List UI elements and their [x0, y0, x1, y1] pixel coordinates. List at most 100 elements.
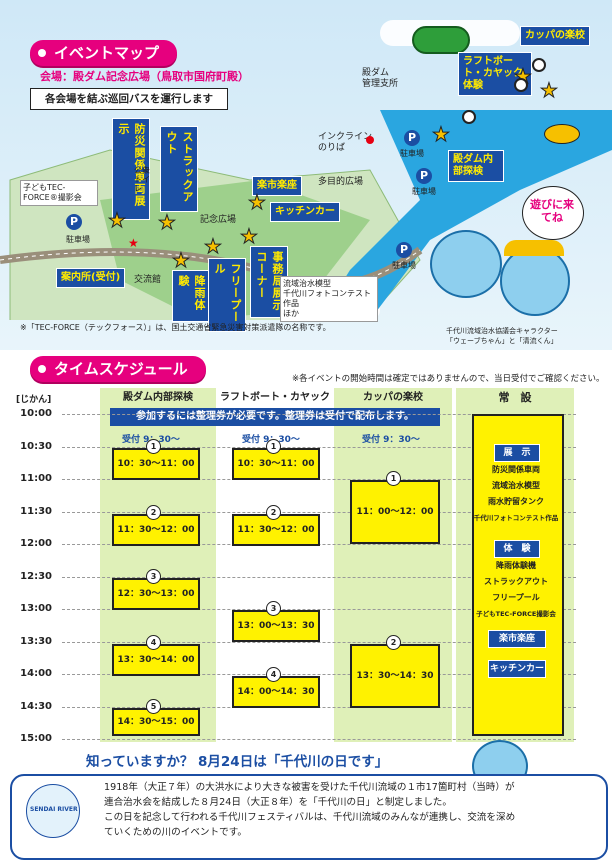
time-label: 11:30: [20, 505, 52, 517]
rakuichi-badge: 楽市楽座: [488, 630, 546, 648]
mascot-seiryu: [500, 246, 570, 316]
rain-label: 降雨体験: [172, 270, 210, 322]
ticket-banner: 参加するには整理券が必要です。整理券は受付で配布します。: [110, 408, 440, 426]
incline-marker: [366, 136, 374, 144]
time-label: 10:00: [20, 408, 52, 419]
star-icon: ★: [158, 210, 177, 234]
info-body: 1918年（大正７年）の大洪水により大きな被害を受けた千代川流域の１市17箇町村…: [104, 780, 515, 840]
kappa-label: カッパの楽校: [520, 26, 590, 46]
asobi-text: 遊びに来てね: [530, 198, 574, 224]
parking-label: 駐車場: [66, 235, 90, 244]
footnote: ※「TEC-FORCE（テックフォース）」は、国土交通省緊急災害対策派遣隊の名称…: [20, 323, 331, 332]
info-heading: 知っていますか？ 8月24日は「千代川の日です」: [86, 754, 389, 770]
reception-time: 受付 9：30～: [362, 435, 420, 445]
incline-label: インクラインのりば: [318, 132, 373, 153]
star-icon: ★: [108, 208, 127, 232]
toilet-label: 公衆トイレ: [134, 166, 150, 193]
dam-office-label: 殿ダム 管理支所: [362, 68, 399, 89]
slot-number: 2: [386, 635, 401, 650]
slot-col1: 12：30～13：00: [112, 578, 200, 610]
parking-label: 駐車場: [412, 187, 436, 196]
parking-icon: P: [416, 168, 432, 184]
current-location-icon: ★: [128, 236, 139, 250]
slot-number: 5: [146, 699, 161, 714]
exhibit-heading: 展 示: [494, 444, 540, 462]
slot-number: 2: [146, 505, 161, 520]
slot-number: 2: [266, 505, 281, 520]
time-label: 15:00: [20, 733, 52, 744]
time-label: 14:30: [20, 700, 52, 712]
mascot-hat: [504, 240, 564, 256]
experience-heading: 体 験: [494, 540, 540, 558]
exchange-label: 交流館: [134, 275, 162, 285]
inner-label: 殿ダム内部探検: [448, 150, 504, 182]
schedule-note: ※各イベントの開始時間は確定ではありませんので、当日受付でご確認ください。: [292, 374, 605, 384]
parking-label: 駐車場: [392, 261, 416, 270]
slot-number: 1: [386, 471, 401, 486]
slot-col3: 11：00～12：00: [350, 480, 440, 544]
slot-number: 1: [146, 439, 161, 454]
permanent-panel: [472, 414, 564, 736]
time-gridline: [62, 511, 576, 513]
time-gridline: [62, 609, 576, 610]
slot-number: 4: [266, 667, 281, 682]
time-gridline: [62, 414, 576, 415]
star-icon: ★: [204, 234, 223, 258]
exhibit-item: 雨水貯留タンク: [488, 497, 544, 506]
slot-col3: 13：30～14：30: [350, 644, 440, 708]
info-line: ていくための川のイベントです。: [104, 827, 247, 838]
bus-note: 各会場を結ぶ巡回バスを運行します: [30, 88, 228, 110]
slot-number: 3: [146, 569, 161, 584]
slot-number: 3: [266, 601, 281, 616]
speech-bubble: [522, 186, 584, 240]
time-gridline: [62, 674, 576, 675]
time-label: 13:30: [20, 635, 52, 647]
exhibit-item: 流域治水模型: [492, 481, 540, 490]
mascot-caption: 千代川流域治水協議会キャラクター 「ウェーブちゃん」と「清流くん」: [446, 327, 558, 345]
parking-label: 駐車場: [400, 149, 424, 158]
info-box: [10, 774, 608, 860]
time-unit: [じかん]: [16, 395, 52, 405]
time-gridline: [62, 576, 576, 578]
time-label: 10:30: [20, 440, 52, 452]
reception-label: 案内所(受付): [56, 268, 126, 288]
experience-item: ストラックアウト: [484, 577, 548, 586]
freepool-label: フリープール: [208, 258, 246, 332]
pin-icon: [532, 58, 546, 72]
star-icon: ★: [248, 190, 267, 214]
slot-number: 4: [146, 635, 161, 650]
boat-icon: [412, 26, 470, 54]
experience-item: 子どもTEC-FORCE撮影会: [476, 610, 556, 618]
parking-icon: P: [66, 214, 82, 230]
pin-icon: [514, 78, 528, 92]
info-line: 連合治水会を結成した８月24日（大正８年）を「千代川の日」と制定しました。: [104, 797, 452, 808]
info-line: 1918年（大正７年）の大洪水により大きな被害を受けた千代川流域の１市17箇町村…: [104, 782, 515, 793]
experience-item: フリープール: [492, 593, 540, 602]
rakuichi-label: 楽市楽座: [252, 176, 302, 196]
logo-text: SENDAI RIVER: [30, 806, 78, 813]
time-label: 12:00: [20, 538, 52, 549]
column-header: ラフトボート・カヤック体験: [220, 392, 330, 423]
time-label: 12:30: [20, 570, 52, 582]
mascot-wave: [430, 230, 502, 298]
time-gridline: [62, 446, 576, 448]
model-note: 流域治水模型 千代川フォトコンテスト作品 ほか: [280, 276, 378, 322]
schedule-title: タイムスケジュール: [30, 356, 206, 382]
parking-icon: P: [396, 242, 412, 258]
fish-icon: [544, 124, 580, 144]
tecforce-photo-label: 子どもTEC-FORCE®撮影会: [20, 180, 98, 206]
time-label: 11:00: [20, 473, 52, 484]
star-icon: ★: [432, 122, 451, 146]
time-label: 13:00: [20, 603, 52, 614]
memorial-label: 記念広場: [200, 215, 237, 225]
column-header: カッパの楽校: [363, 392, 423, 403]
star-icon: ★: [240, 224, 259, 248]
column-header: 殿ダム内部探検: [123, 392, 193, 403]
exhibit-item: 千代川フォトコンテスト作品: [473, 514, 559, 522]
sendai-river-logo: [26, 784, 80, 838]
time-gridline: [62, 641, 576, 643]
plaza-label: 多目的広場: [318, 177, 364, 187]
time-gridline: [62, 739, 576, 740]
kitchen-badge: キッチンカー: [488, 660, 546, 678]
struck-label: ストラックアウト: [160, 126, 198, 212]
